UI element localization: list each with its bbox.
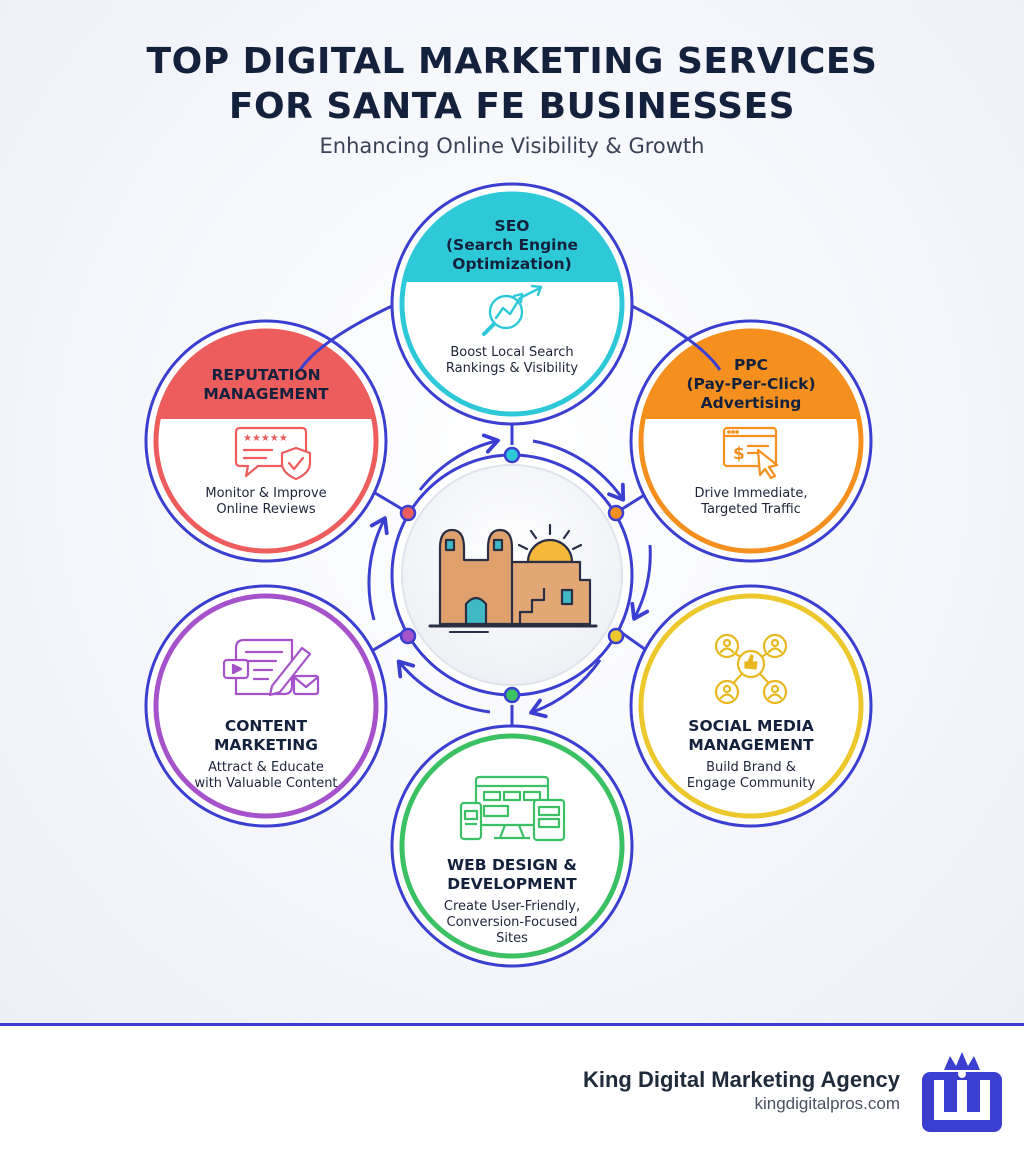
magnifier-growth-chart-icon bbox=[482, 284, 543, 336]
web-description: Create User-Friendly, Conversion-Focused… bbox=[443, 899, 581, 946]
responsive-devices-icon bbox=[459, 775, 566, 842]
document-pen-video-mail-icon bbox=[222, 638, 320, 697]
flow-arc-web-content bbox=[396, 659, 491, 714]
seo-description: Boost Local Search Rankings & Visibility bbox=[445, 345, 579, 376]
services-diagram: $ bbox=[144, 182, 873, 968]
social-title: SOCIAL MEDIA MANAGEMENT bbox=[688, 717, 814, 754]
reputation-title: REPUTATION MANAGEMENT bbox=[203, 366, 329, 403]
flow-arc-social-web bbox=[529, 659, 602, 719]
service-node-ppc bbox=[629, 319, 873, 563]
hub-dot-seo bbox=[503, 446, 521, 464]
hub-dots bbox=[399, 446, 625, 704]
social-description: Build Brand & Engage Community bbox=[686, 760, 816, 791]
page-title-line-2: FOR SANTA FE BUSINESSES bbox=[228, 86, 796, 127]
hub-dot-web bbox=[503, 686, 521, 704]
footer-divider bbox=[0, 1023, 1024, 1026]
flow-arc-reputation-seo bbox=[418, 433, 500, 491]
social-network-like-icon bbox=[714, 633, 788, 705]
web-title: WEB DESIGN & DEVELOPMENT bbox=[447, 856, 577, 893]
content-title: CONTENT MARKETING bbox=[214, 717, 318, 754]
page-title-line-1: TOP DIGITAL MARKETING SERVICES bbox=[146, 41, 878, 82]
page-subtitle: Enhancing Online Visibility & Growth bbox=[319, 134, 705, 158]
reputation-description: Monitor & Improve Online Reviews bbox=[205, 486, 327, 517]
ppc-title: PPC (Pay-Per-Click) Advertising bbox=[686, 356, 816, 412]
flow-ring bbox=[367, 433, 652, 719]
svg-text:$: $ bbox=[733, 444, 745, 464]
star-review-shield-icon: ★★★★★ bbox=[234, 426, 312, 481]
flow-arc-content-reputation bbox=[367, 516, 389, 621]
hub-dot-reputation bbox=[399, 504, 417, 522]
content-description: Attract & Educate with Valuable Content bbox=[194, 760, 338, 791]
browser-dollar-cursor-icon: $ bbox=[722, 426, 779, 480]
crown-kd-logo-icon bbox=[922, 1052, 1002, 1132]
service-node-seo bbox=[390, 182, 634, 426]
service-node-social bbox=[629, 584, 873, 828]
hub-dot-ppc bbox=[607, 504, 625, 522]
hub-dot-social bbox=[607, 627, 625, 645]
svg-text:★★★★★: ★★★★★ bbox=[243, 433, 288, 444]
service-node-content bbox=[144, 584, 388, 828]
ppc-description: Drive Immediate, Targeted Traffic bbox=[694, 486, 808, 517]
footer bbox=[0, 1026, 1024, 1154]
agency-name: King Digital Marketing Agency bbox=[582, 1067, 900, 1092]
hub-dot-content bbox=[399, 627, 417, 645]
santa-fe-adobe-mission-icon bbox=[428, 523, 598, 633]
outer-flow-arcs bbox=[298, 304, 722, 371]
seo-title: SEO (Search Engine Optimization) bbox=[445, 217, 579, 273]
flow-arc-ppc-social bbox=[630, 544, 652, 621]
flow-arc-seo-ppc bbox=[532, 439, 626, 502]
agency-url[interactable]: kingdigitalpros.com bbox=[754, 1094, 900, 1113]
service-node-web bbox=[390, 724, 634, 968]
